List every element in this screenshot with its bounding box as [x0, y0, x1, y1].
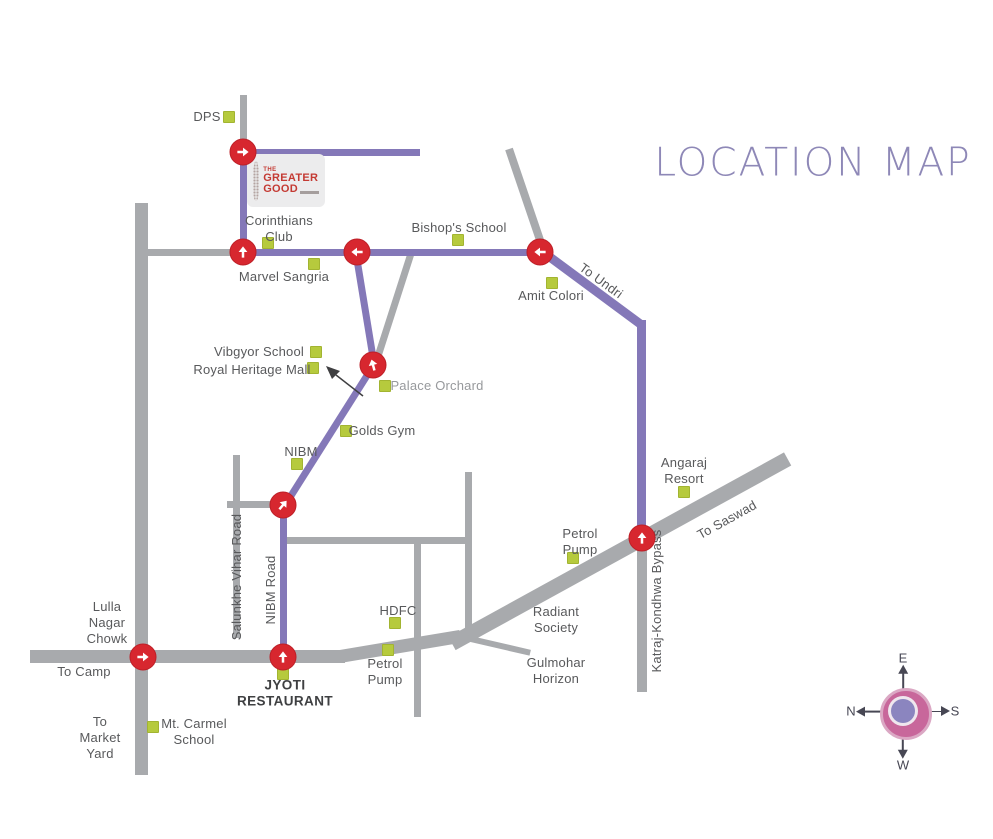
logo-line-greater: GREATER [263, 171, 319, 184]
marker-arrow-icon [534, 247, 546, 257]
label-amit-colori: Amit Colori [518, 288, 584, 304]
label-vibgyor-school: Vibgyor School [213, 344, 305, 360]
route-marker-dps-junction [229, 138, 257, 166]
label-angaraj-resort: Angaraj Resort [660, 455, 708, 486]
road-to-saswad-highway [448, 452, 792, 651]
road-main-west [30, 650, 345, 663]
landmark-square-hdfc [389, 617, 401, 629]
route-dps-vertical [240, 152, 247, 255]
label-salunkhe-vihar-road: Salunkhe Vihar Road [229, 513, 245, 641]
landmark-square-vibgyor-school [310, 346, 322, 358]
road-corinthians-west [141, 249, 245, 256]
route-undri-vertical [637, 320, 646, 542]
landmark-square-corinthians-club [262, 237, 274, 249]
marker-arrow-icon [237, 147, 249, 157]
route-nibm-road [280, 505, 287, 658]
road-salunkhe-stub [227, 501, 285, 508]
road-undri-upper-diagonal [505, 147, 546, 245]
label-lulla-nagar-chowk: Lulla Nagar Chowk [86, 599, 128, 646]
logo-line-good: GOOD [263, 183, 319, 195]
marker-arrow-icon [278, 651, 288, 663]
marker-arrow-icon [238, 246, 248, 258]
logo-tagline [300, 190, 319, 194]
label-radiant-society: Radiant Society [532, 604, 580, 635]
landmark-square-petrol-pump-east [567, 552, 579, 564]
landmark-square-petrol-pump-west [382, 644, 394, 656]
label-dps: DPS [193, 109, 221, 125]
marker-arrow-icon [278, 500, 287, 511]
compass-letter-right: S [950, 703, 960, 719]
road-bishops-diagonal [372, 252, 415, 365]
route-marker-undri-junction [526, 238, 554, 266]
label-petrol-pump-east: Petrol Pump [562, 526, 598, 557]
route-marker-jyoti-junction [269, 643, 297, 671]
compass-core [891, 699, 915, 723]
compass-letter-bottom: W [896, 757, 910, 773]
marker-arrow-icon [368, 359, 378, 371]
marker-arrow-icon [137, 652, 149, 662]
route-palace-diagonal [352, 252, 378, 365]
route-marker-marvel-junction [343, 238, 371, 266]
royal-heritage-pointer-arrow [326, 366, 364, 397]
label-nibm: NIBM [284, 444, 318, 460]
label-hdfc: HDFC [379, 603, 417, 619]
label-petrol-pump-west: Petrol Pump [367, 656, 403, 687]
label-mt-carmel-school: Mt. Carmel School [161, 716, 227, 747]
label-katraj-kondhwa-bypass: Katraj-Kondhwa Bypass [649, 529, 665, 673]
label-to-camp: To Camp [57, 664, 111, 680]
compass-rose: E W N S [843, 650, 963, 773]
landmark-square-amit-colori [546, 277, 558, 289]
compass-letter-top: E [898, 650, 908, 666]
label-jyoti-restaurant: JYOTI RESTAURANT [237, 677, 333, 709]
label-gulmohar-horizon: Gulmohar Horizon [526, 655, 586, 686]
landmark-square-marvel-sangria [308, 258, 320, 270]
label-corinthians-club: Corinthians Club [245, 213, 313, 244]
route-marker-bypass-junction [628, 524, 656, 552]
road-gulmohar-branch [461, 634, 531, 656]
road-salunkhe-vihar [233, 455, 240, 638]
road-hdfc-horizontal [283, 537, 469, 544]
landmark-square-angaraj-resort [678, 486, 690, 498]
label-to-market-yard: To Market Yard [79, 714, 121, 761]
route-marker-lulla-nagar-junction [129, 643, 157, 671]
road-left-arterial [135, 203, 148, 775]
road-katraj-kondhwa-bypass [637, 545, 647, 692]
landmark-square-dps [223, 111, 235, 123]
route-marker-corinthians-junction [229, 238, 257, 266]
logo-line-the: THE [263, 166, 277, 173]
route-marker-palace-orchard-junction [359, 351, 387, 379]
label-golds-gym: Golds Gym [348, 423, 416, 439]
label-bishops-school: Bishop's School [411, 220, 507, 236]
compass-letter-left: N [846, 703, 856, 719]
road-hdfc-vertical [414, 541, 421, 717]
road-radiant-vertical [465, 472, 472, 637]
label-palace-orchard: Palace Orchard [390, 378, 484, 394]
landmark-square-bishops-school [452, 234, 464, 246]
landmark-square-golds-gym [340, 425, 352, 437]
label-royal-heritage-mall: Royal Heritage Mall [193, 362, 311, 378]
landmark-square-mt-carmel-school [147, 721, 159, 733]
route-mid-horizontal [240, 249, 545, 256]
landmark-square-palace-orchard [379, 380, 391, 392]
road-dps-stub [240, 95, 247, 153]
marker-arrow-icon [637, 532, 647, 544]
greater-good-logo: THE GREATER GOOD [247, 154, 325, 207]
route-top-horizontal [240, 149, 420, 156]
label-nibm-road: NIBM Road [263, 555, 279, 625]
page-title: LOCATION MAP [654, 140, 972, 186]
landmark-square-royal-heritage-mall [307, 362, 319, 374]
landmark-square-nibm [291, 458, 303, 470]
marker-arrow-icon [351, 247, 363, 257]
label-marvel-sangria: Marvel Sangria [238, 269, 330, 285]
logo-tree-icon [253, 160, 260, 201]
route-marker-nibm-junction [269, 491, 297, 519]
